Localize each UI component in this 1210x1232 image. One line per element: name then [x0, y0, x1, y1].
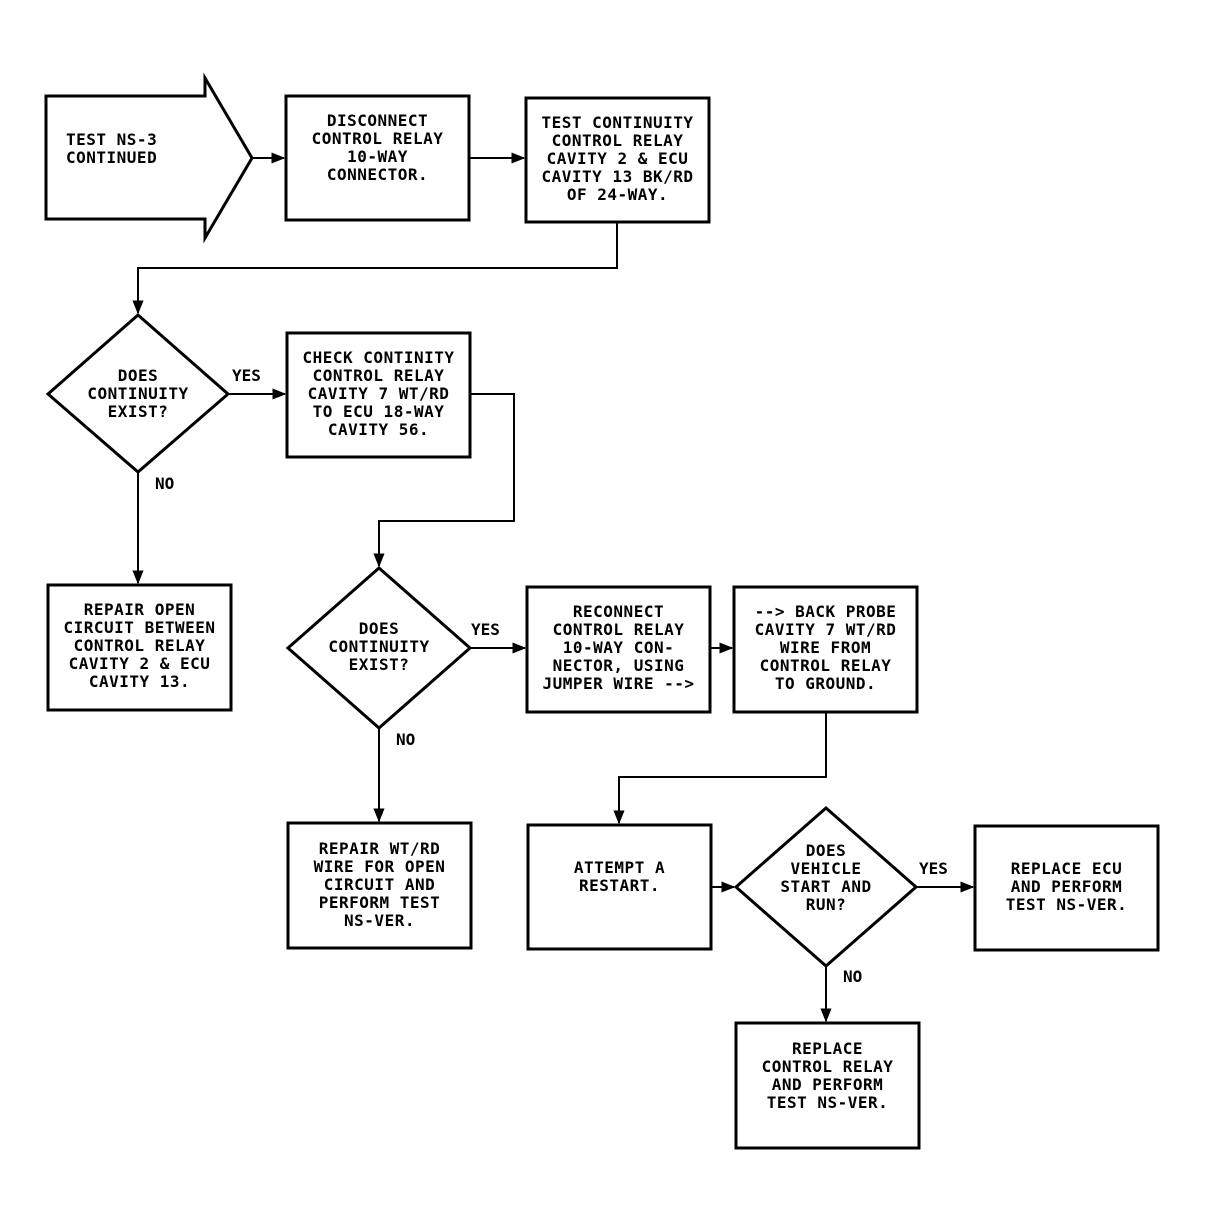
decision3-yes-label: YES	[919, 859, 948, 878]
disconnect-label: DISCONNECT CONTROL RELAY 10-WAY CONNECTO…	[311, 111, 444, 184]
reconnect-label: RECONNECT CONTROL RELAY 10-WAY CON- NECT…	[542, 602, 695, 693]
connector-backprobe-restart	[613, 712, 827, 825]
attempt-restart-box	[526, 823, 713, 951]
check-continuity-label: CHECK CONTINITY CONTROL RELAY CAVITY 7 W…	[302, 348, 455, 439]
start-arrow-shape	[44, 72, 254, 244]
decision1-label: DOES CONTINUITY EXIST?	[87, 366, 189, 421]
test-continuity-label: TEST CONTINUITY CONTROL RELAY CAVITY 2 &…	[541, 113, 694, 204]
decision1-yes-label: YES	[232, 366, 261, 385]
decision2-no-label: NO	[396, 730, 416, 749]
replace-ecu-box	[973, 824, 1160, 952]
repair-wire-label: REPAIR WT/RD WIRE FOR OPEN CIRCUIT AND P…	[313, 839, 446, 930]
replace-relay-box	[734, 1021, 921, 1150]
decision3-no-label: NO	[843, 967, 863, 986]
decision2-yes-label: YES	[471, 620, 500, 639]
back-probe-label: --> BACK PROBE CAVITY 7 WT/RD WIRE FROM …	[754, 602, 897, 693]
replace-relay-label: REPLACE CONTROL RELAY AND PERFORM TEST N…	[761, 1039, 894, 1112]
repair-wire-box	[286, 821, 473, 950]
connector-check-decision2	[373, 393, 515, 568]
repair-open-label: REPAIR OPEN CIRCUIT BETWEEN CONTROL RELA…	[63, 600, 216, 691]
reconnect-box	[525, 585, 712, 714]
attempt-restart-label: ATTEMPT A RESTART.	[573, 858, 666, 895]
decision2-label: DOES CONTINUITY EXIST?	[328, 619, 430, 674]
start-label: TEST NS-3 CONTINUED	[66, 130, 158, 167]
replace-ecu-label: REPLACE ECU AND PERFORM TEST NS-VER.	[1005, 859, 1128, 914]
decision3-label: DOES VEHICLE START AND RUN?	[780, 841, 872, 914]
repair-open-box	[46, 583, 233, 712]
check-continuity-box	[285, 331, 472, 459]
connector-test-decision1	[132, 222, 618, 315]
back-probe-box	[732, 585, 919, 714]
decision1-no-label: NO	[155, 474, 175, 493]
